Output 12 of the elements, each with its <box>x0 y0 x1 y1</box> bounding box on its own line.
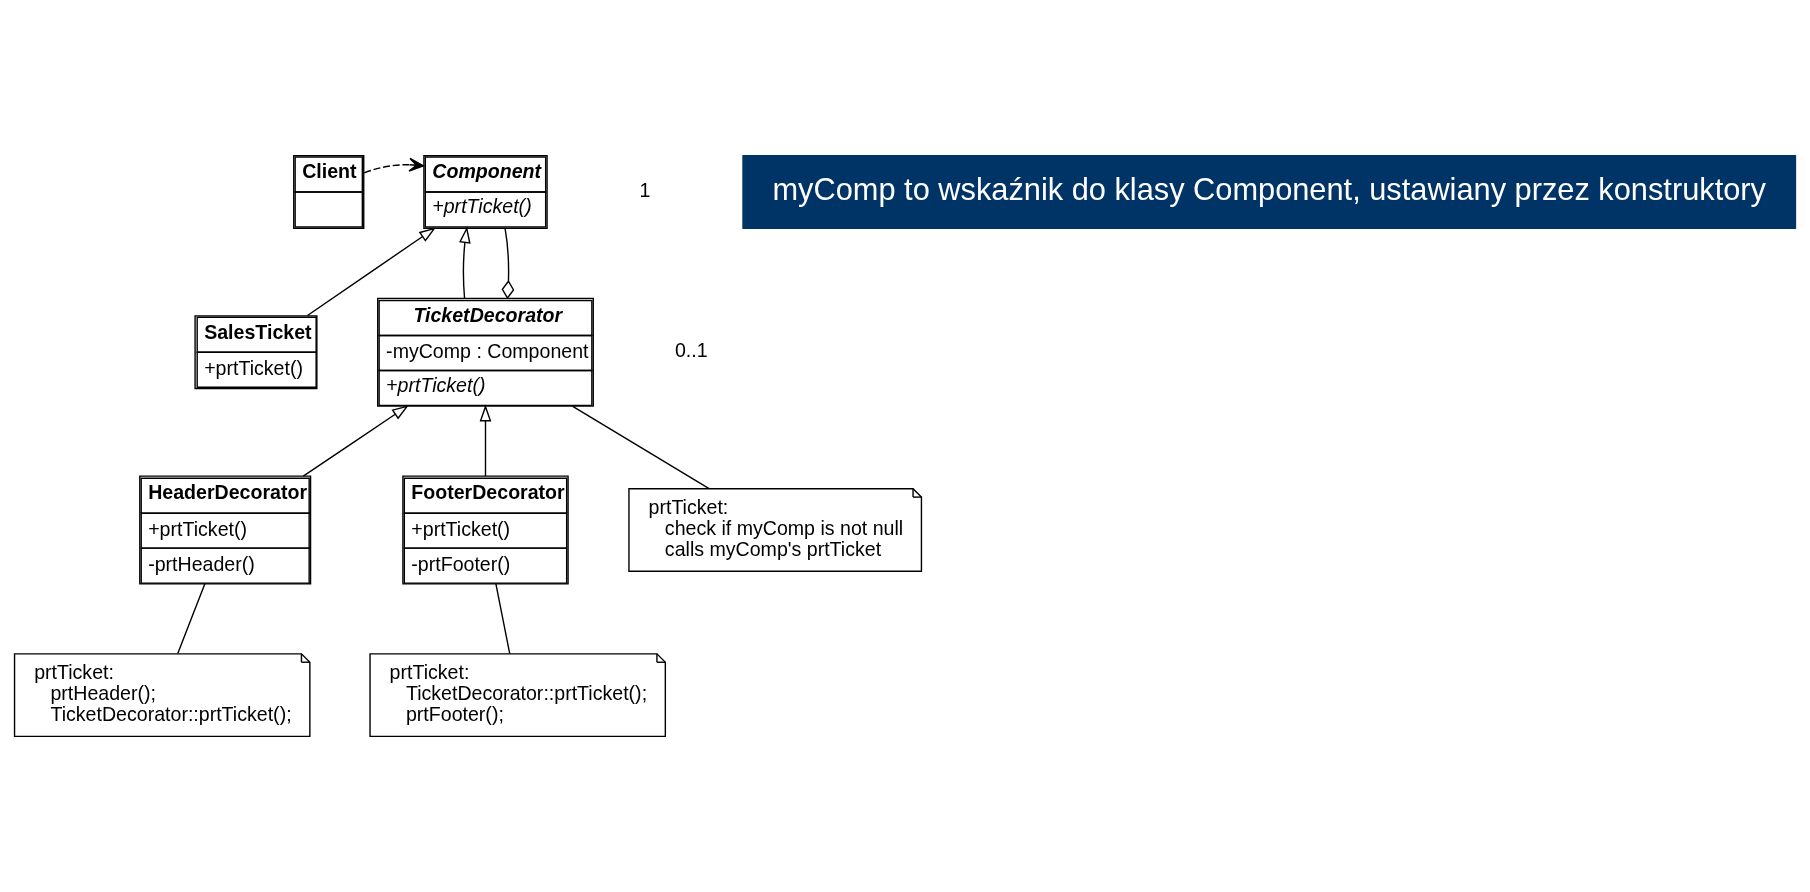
arrow <box>363 157 425 174</box>
arrow <box>302 405 409 477</box>
arrow <box>306 227 436 317</box>
connector <box>177 583 206 655</box>
label: 0..1 <box>674 339 708 362</box>
connector <box>501 227 515 300</box>
arrow <box>479 404 492 477</box>
label: 1 <box>639 179 651 202</box>
connector <box>572 405 710 490</box>
arrow <box>459 226 471 299</box>
connector <box>495 583 511 655</box>
node-box: myComp to wskaźnik do klasy Component, ustawiany przez konstruktory <box>742 154 1797 230</box>
